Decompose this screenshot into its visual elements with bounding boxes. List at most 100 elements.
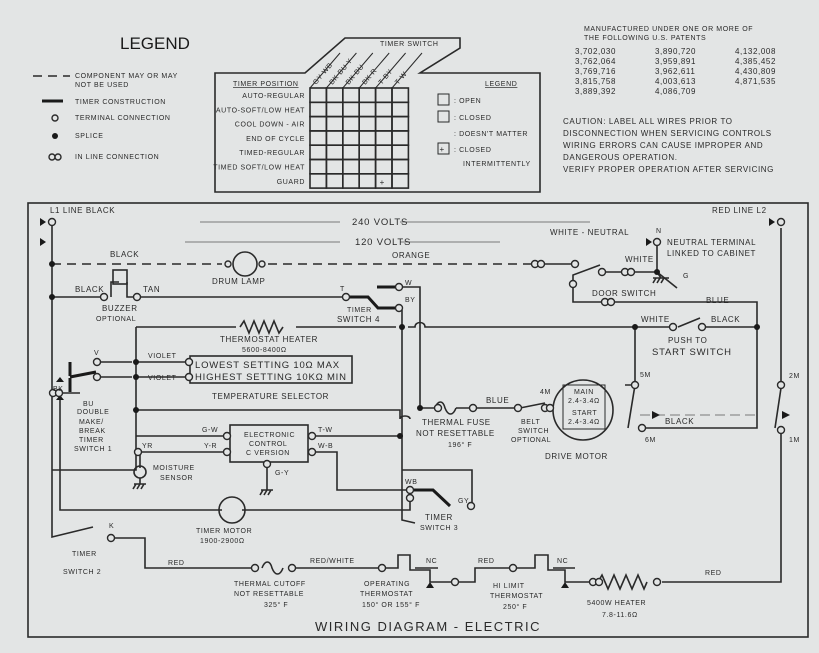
belt-switch-label-3: OPTIONAL	[511, 437, 551, 444]
blue-wire-label: BLUE	[486, 396, 509, 405]
thermal-cutoff-temp: 325° F	[264, 601, 288, 609]
white-wire-label: WHITE	[625, 255, 654, 264]
tw-label: T-W	[318, 427, 333, 434]
yr-label: Y-R	[204, 443, 217, 450]
moisture-sensor-label-2: SENSOR	[160, 475, 193, 482]
heater-element-icon	[597, 572, 648, 592]
patent-number: 3,702,030	[575, 47, 616, 56]
violet-wire-label: VIOLET	[148, 375, 177, 382]
switch-state-cell	[358, 130, 377, 146]
column-divider	[342, 52, 374, 89]
timer-motor-ohms: 1900-2900Ω	[200, 538, 245, 545]
closed-label: : CLOSED	[454, 115, 491, 122]
thermostat-heater-icon	[239, 318, 284, 336]
patents-block: MANUFACTURED UNDER ONE OR MORE OF THE FO…	[575, 26, 776, 96]
caution-line: CAUTION: LABEL ALL WIRES PRIOR TO	[563, 117, 733, 126]
patent-number: 4,385,452	[735, 57, 776, 66]
main-winding-label: MAIN	[574, 389, 594, 396]
switch-state-cell	[391, 130, 410, 146]
thermostat-heater-label: THERMOSTAT HEATER	[220, 335, 318, 344]
thermal-cutoff-icon	[261, 561, 284, 575]
lowest-setting-label: LOWEST SETTING 10Ω MAX	[195, 360, 340, 371]
thermal-fuse-label: THERMAL FUSE	[422, 418, 491, 427]
neutral-terminal-label-2: LINKED TO CABINET	[667, 249, 756, 258]
operating-thermostat-label: OPERATING	[364, 581, 410, 588]
l2-label: RED LINE L2	[712, 206, 767, 215]
double-make-break-label: MAKE/	[79, 419, 104, 426]
legend-label: NOT BE USED	[75, 82, 129, 89]
patent-number: 4,003,613	[655, 77, 696, 86]
hi-limit-temp: 250° F	[503, 603, 527, 611]
switch-state-cell	[374, 130, 393, 146]
caution-line: WIRING ERRORS CAN CAUSE IMPROPER AND	[563, 141, 763, 150]
diagram-frame	[27, 202, 809, 638]
switch-state-cell	[374, 115, 393, 132]
by-label: BY	[405, 297, 416, 304]
patent-number: 3,962,611	[655, 67, 695, 76]
120-volts-label: 120 VOLTS	[355, 237, 411, 248]
k-label: K	[109, 523, 114, 530]
thermal-fuse-label-2: NOT RESETTABLE	[416, 429, 495, 438]
switch-state-cell	[358, 115, 377, 132]
red-white-wire-label: RED/WHITE	[310, 558, 355, 565]
switch-state-cell	[309, 144, 328, 161]
timer-switch2-label-2: SWITCH 2	[63, 569, 101, 576]
timer-motor-label: TIMER MOTOR	[196, 528, 252, 535]
switch-state-cell	[341, 115, 360, 132]
switch-state-cell	[341, 101, 360, 118]
electronic-control-label: ELECTRONIC	[244, 432, 295, 439]
drive-motor-label: DRIVE MOTOR	[545, 452, 608, 461]
switch-state-cell	[309, 115, 328, 132]
switch-state-cell	[309, 87, 328, 104]
patent-number: 3,769,716	[575, 67, 616, 76]
switch-state-cell	[374, 101, 393, 118]
row-label: COOL DOWN - AIR	[235, 122, 305, 129]
buzzer-label: BUZZER	[102, 304, 138, 313]
g-label: G	[683, 273, 689, 280]
chart-legend-title: LEGEND	[485, 81, 517, 88]
column-divider	[358, 52, 390, 89]
switch-state-cell	[391, 158, 410, 175]
column-header: T BY	[378, 68, 395, 86]
column-divider	[375, 52, 406, 89]
switch-state-cell	[374, 158, 393, 175]
wb-label: W-B	[318, 443, 333, 450]
caution-line: DISCONNECTION WHEN SERVICING CONTROLS	[563, 129, 772, 138]
switch-state-cell	[325, 87, 344, 104]
patent-number: 3,890,720	[655, 47, 696, 56]
chart-frame	[214, 37, 541, 193]
timer-motor-icon	[218, 496, 246, 524]
terminal-symbol	[51, 114, 59, 122]
operating-thermostat-label-2: THERMOSTAT	[360, 591, 413, 598]
closed-swatch	[437, 110, 450, 123]
legend-label: TIMER CONSTRUCTION	[75, 99, 166, 106]
2m-label: 2M	[789, 373, 800, 380]
switch-state-cell	[325, 130, 344, 146]
caution-line: VERIFY PROPER OPERATION AFTER SERVICING	[563, 165, 774, 174]
nc-label: NC	[426, 558, 437, 565]
switch-state-cell	[325, 101, 344, 118]
timer-switch4-label-2: SWITCH 4	[337, 315, 380, 324]
motor-windings	[562, 384, 606, 430]
black-wire-label: BLACK	[110, 250, 139, 259]
timer-switch4-label: TIMER	[347, 307, 372, 314]
v-label: V	[94, 350, 99, 357]
door-switch-label: DOOR SWITCH	[592, 289, 656, 298]
neutral-terminal-label: NEUTRAL TERMINAL	[667, 238, 756, 247]
thermal-cutoff-label: THERMAL CUTOFF	[234, 581, 306, 588]
column-divider	[391, 52, 423, 89]
switch-state-cell	[325, 115, 344, 132]
column-header: BK R	[361, 67, 378, 86]
switch-state-cell	[358, 144, 377, 161]
row-label: END OF CYCLE	[246, 136, 305, 143]
buzzer-icon	[112, 269, 128, 285]
patent-number: 4,871,535	[735, 77, 776, 86]
open-label: : OPEN	[454, 98, 481, 105]
violet-wire-label: VIOLET	[148, 353, 177, 360]
highest-setting-label: HIGHEST SETTING 10KΩ MIN	[195, 372, 347, 383]
intermittent-label: : CLOSED	[454, 147, 491, 154]
4m-label: 4M	[540, 389, 551, 396]
row-label: TIMED-REGULAR	[239, 150, 305, 157]
switch-state-cell	[341, 144, 360, 161]
